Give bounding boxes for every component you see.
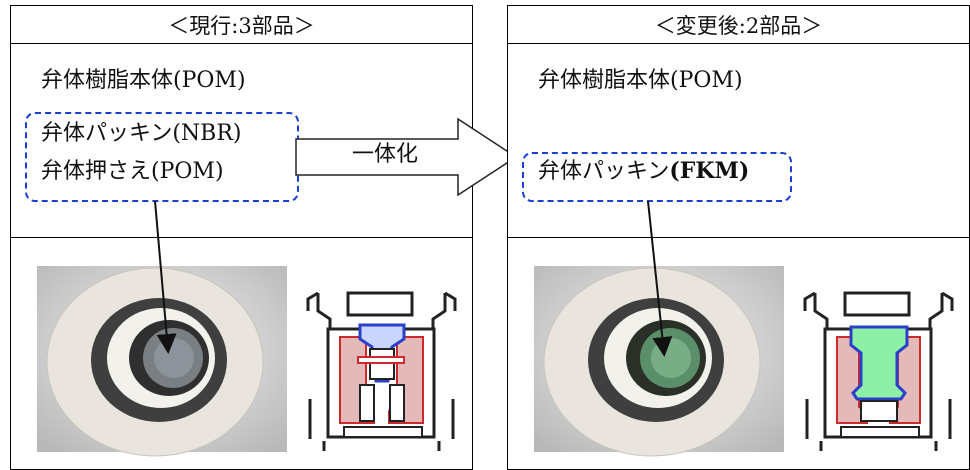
current-panel-header: ＜現行:3部品＞ bbox=[11, 6, 472, 44]
current-panel: ＜現行:3部品＞ 弁体樹脂本体(POM) 弁体パッキン(NBR) 弁体押さえ(P… bbox=[10, 5, 473, 470]
changed-body-label: 弁体樹脂本体(POM) bbox=[538, 68, 743, 93]
current-presser-label: 弁体押さえ(POM) bbox=[41, 159, 224, 184]
changed-panel-title: ＜変更後:2部品＞ bbox=[654, 13, 823, 38]
integration-arrow bbox=[295, 117, 518, 197]
current-pointer-arrow bbox=[154, 200, 177, 354]
changed-pointer-arrow bbox=[647, 200, 673, 357]
current-body-label: 弁体樹脂本体(POM) bbox=[41, 68, 246, 93]
changed-packing-label-name: 弁体パッキン bbox=[538, 159, 670, 184]
changed-panel-divider bbox=[508, 237, 969, 238]
integration-arrow-label: 一体化 bbox=[352, 142, 419, 167]
changed-valve-cross-section bbox=[803, 291, 954, 451]
current-panel-divider bbox=[11, 237, 472, 238]
changed-parts-group bbox=[522, 152, 792, 202]
changed-packing-label-material: (FKM) bbox=[669, 158, 750, 184]
current-panel-title: ＜現行:3部品＞ bbox=[168, 13, 315, 38]
changed-panel-header: ＜変更後:2部品＞ bbox=[508, 6, 969, 44]
current-packing-label: 弁体パッキン(NBR) bbox=[41, 121, 242, 146]
current-valve-cross-section bbox=[306, 291, 457, 451]
changed-packing-label: 弁体パッキン(FKM) bbox=[538, 158, 749, 185]
current-valve-photo bbox=[37, 266, 287, 457]
